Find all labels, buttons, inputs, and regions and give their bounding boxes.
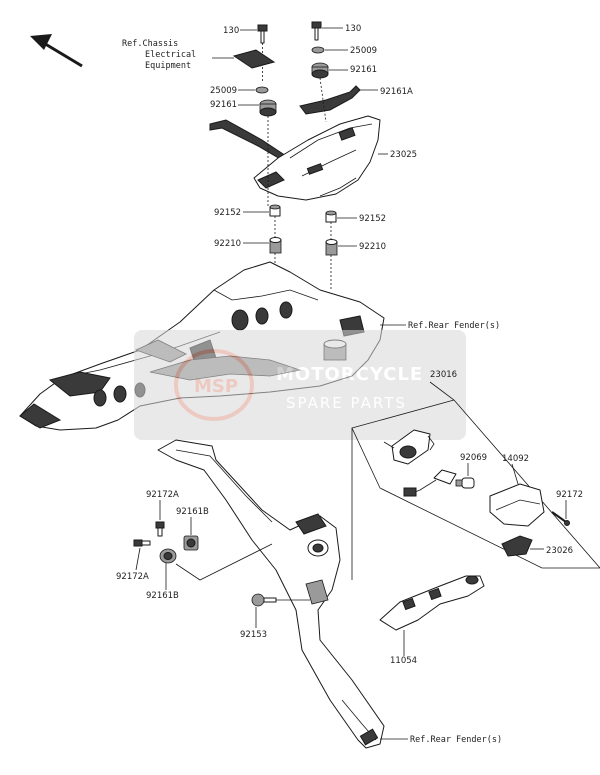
- ref-chassis-line1: Ref.Chassis: [122, 39, 178, 49]
- seat-cover-23025: [253, 115, 381, 201]
- damper-92210-left: [269, 237, 282, 254]
- label-92172: 92172: [556, 490, 583, 500]
- socket-wire: [403, 469, 457, 497]
- washer-25009-right: [311, 46, 325, 54]
- ref-rear-fender-bottom: Ref.Rear Fender(s): [410, 735, 502, 745]
- arrow-up-left-icon: [30, 34, 83, 68]
- bolt-130-right: [311, 21, 322, 41]
- label-92069: 92069: [460, 453, 487, 463]
- lens-14092: [489, 483, 545, 527]
- label-130-left: 130: [223, 26, 239, 36]
- watermark: MSP MOTORCYCLE SPARE PARTS: [134, 330, 466, 440]
- label-11054: 11054: [390, 656, 417, 666]
- watermark-badge: MSP: [194, 376, 238, 397]
- wire-clamp-strip: [212, 49, 276, 69]
- grommet-92161-left: [259, 99, 277, 117]
- pad-23026: [501, 535, 533, 557]
- ref-chassis-line3: Equipment: [145, 61, 191, 71]
- wire-harness: [209, 119, 287, 161]
- label-92161B-top: 92161B: [176, 507, 209, 517]
- grommet-92161B-top: [183, 535, 199, 551]
- screw-92172A-top: [155, 521, 165, 537]
- collar-92152-right: [325, 210, 337, 223]
- collar-92152-left: [269, 204, 281, 217]
- label-14092: 14092: [502, 454, 529, 464]
- plate-bracket-11054: [379, 575, 485, 631]
- bracket-92161A: [299, 85, 361, 115]
- label-92210-right: 92210: [359, 242, 386, 252]
- label-92172A-top: 92172A: [146, 490, 179, 500]
- bolt-130-left: [257, 24, 268, 82]
- label-92210-left: 92210: [214, 239, 241, 249]
- label-92161-right: 92161: [350, 65, 377, 75]
- watermark-line2: SPARE PARTS: [286, 394, 407, 412]
- label-92152-left: 92152: [214, 208, 241, 218]
- bulb-92069: [455, 477, 475, 489]
- lamp-housing: [383, 429, 435, 465]
- ref-rear-fender-top: Ref.Rear Fender(s): [408, 321, 500, 331]
- label-25009-left: 25009: [210, 86, 237, 96]
- label-92161A: 92161A: [380, 87, 413, 97]
- damper-92210-right: [325, 239, 338, 256]
- grommet-92161B-bottom: [159, 548, 177, 564]
- label-92153: 92153: [240, 630, 267, 640]
- label-92172A-bottom: 92172A: [116, 572, 149, 582]
- ref-chassis-line2: Electrical: [145, 50, 196, 60]
- label-130-right: 130: [345, 24, 361, 34]
- license-bracket: [157, 439, 385, 749]
- label-92161B-bottom: 92161B: [146, 591, 179, 601]
- label-92161-left: 92161: [210, 100, 237, 110]
- label-25009-right: 25009: [350, 46, 377, 56]
- watermark-line1: MOTORCYCLE: [276, 364, 423, 385]
- label-23025: 23025: [390, 150, 417, 160]
- screw-92172: [551, 511, 570, 526]
- bolt-92153: [251, 593, 277, 607]
- grommet-92161-right: [311, 62, 329, 79]
- screw-92172A-bottom: [133, 539, 151, 547]
- label-92152-right: 92152: [359, 214, 386, 224]
- label-23016: 23016: [430, 370, 457, 380]
- label-23026: 23026: [546, 546, 573, 556]
- washer-25009-left: [255, 86, 269, 94]
